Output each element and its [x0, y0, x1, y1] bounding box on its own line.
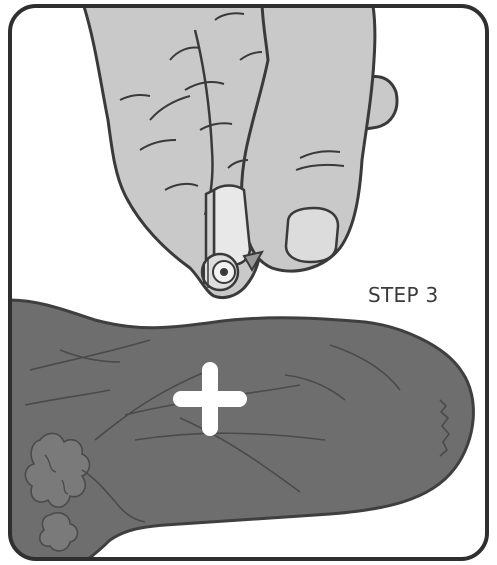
- step-label: STEP 3: [368, 283, 439, 307]
